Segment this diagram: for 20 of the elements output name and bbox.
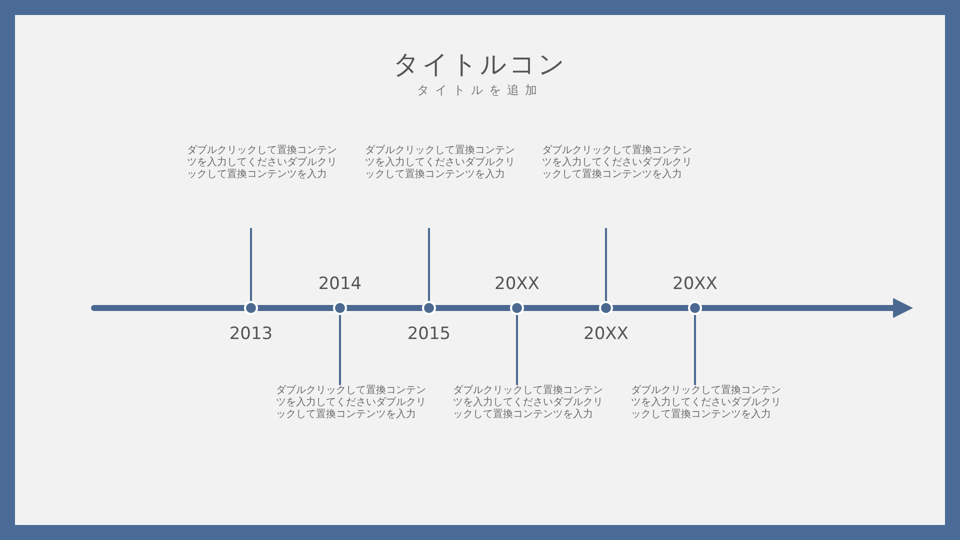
- year-label: 2014: [318, 274, 362, 294]
- description-text: ダブルクリックして置換コンテンツを入力してくださいダブルクリックして置換コンテンツを入力: [276, 385, 426, 421]
- leader-line: [250, 228, 252, 301]
- leader-line: [516, 315, 518, 385]
- year-label: 2013: [229, 324, 273, 344]
- year-label: 20XX: [494, 274, 540, 294]
- leader-line: [605, 228, 607, 301]
- leader-line: [428, 228, 430, 301]
- description-text: ダブルクリックして置換コンテンツを入力してくださいダブルクリックして置換コンテンツを入力: [453, 385, 603, 421]
- leader-line: [694, 315, 696, 385]
- title: タイトルコン: [392, 52, 568, 78]
- year-label: 20XX: [672, 274, 718, 294]
- description-text: ダブルクリックして置換コンテンツを入力してくださいダブルクリックして置換コンテンツを入力: [365, 145, 515, 181]
- subtitle: タイトルを追加: [417, 84, 543, 96]
- description-text: ダブルクリックして置換コンテンツを入力してくださいダブルクリックして置換コンテンツを入力: [542, 145, 692, 181]
- year-label: 20XX: [584, 324, 628, 344]
- description-text: ダブルクリックして置換コンテンツを入力してくださいダブルクリックして置換コンテンツを入力: [187, 145, 337, 181]
- leader-line: [339, 315, 341, 385]
- description-text: ダブルクリックして置換コンテンツを入力してくださいダブルクリックして置換コンテンツを入力: [631, 385, 781, 421]
- year-label: 2015: [407, 324, 451, 344]
